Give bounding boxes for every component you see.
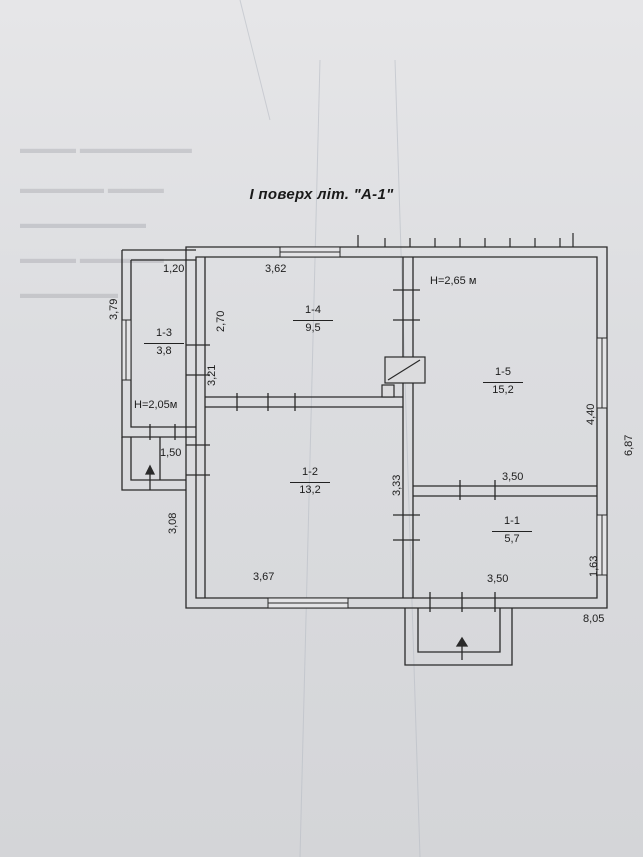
dimension-label: 4,40	[585, 403, 597, 425]
dimension-label: 3,67	[253, 571, 275, 583]
bleed-through-text: ▬▬▬▬▬▬ ▬▬▬▬	[20, 180, 164, 196]
bleed-through-text: ▬▬▬▬▬▬▬▬▬	[20, 215, 146, 231]
ceiling-height-main: H=2,65 м	[430, 275, 477, 287]
porch-inner	[130, 260, 196, 428]
room-area: 5,7	[492, 531, 532, 545]
dimension-label: 3,33	[391, 474, 403, 496]
room-area: 15,2	[483, 382, 523, 396]
room-number: 1-5	[495, 366, 511, 378]
dimension-label: 8,05	[583, 613, 605, 625]
dimension-label: 3,50	[487, 573, 509, 585]
dimension-label: 3,08	[167, 512, 179, 534]
dimension-label: 3,21	[206, 364, 218, 386]
room-number: 1-2	[302, 466, 318, 478]
bleed-through-text: ▬▬▬▬ ▬▬▬▬▬▬▬▬	[20, 140, 192, 156]
room-area: 3,8	[144, 343, 184, 357]
entry-step-left	[121, 437, 186, 491]
room-area: 13,2	[290, 482, 330, 496]
outer-wall-outer	[185, 246, 608, 609]
room-number: 1-3	[156, 327, 172, 339]
room-number: 1-4	[305, 304, 321, 316]
outer-wall-inner	[195, 256, 598, 599]
dimension-label: 3,79	[108, 298, 120, 320]
dimension-label: 1,20	[163, 263, 185, 275]
room-area: 9,5	[293, 320, 333, 334]
bleed-through-text: ▬▬▬▬ ▬▬▬▬▬▬	[20, 250, 164, 266]
dimension-label: 3,62	[265, 263, 287, 275]
dimension-label: 3,50	[502, 471, 524, 483]
dimension-label: 1,50	[160, 447, 182, 459]
floor-plan-title: I поверх літ. "А-1"	[249, 186, 394, 203]
dimension-label: 1,63	[588, 555, 600, 577]
dimension-label: 6,87	[623, 434, 635, 456]
entry-porch	[404, 608, 513, 666]
room-number: 1-1	[504, 515, 520, 527]
ceiling-height-porch: H=2,05м	[134, 399, 178, 411]
bleed-through-text: ▬▬▬▬▬▬▬	[20, 285, 118, 301]
dimension-label: 2,70	[215, 310, 227, 332]
